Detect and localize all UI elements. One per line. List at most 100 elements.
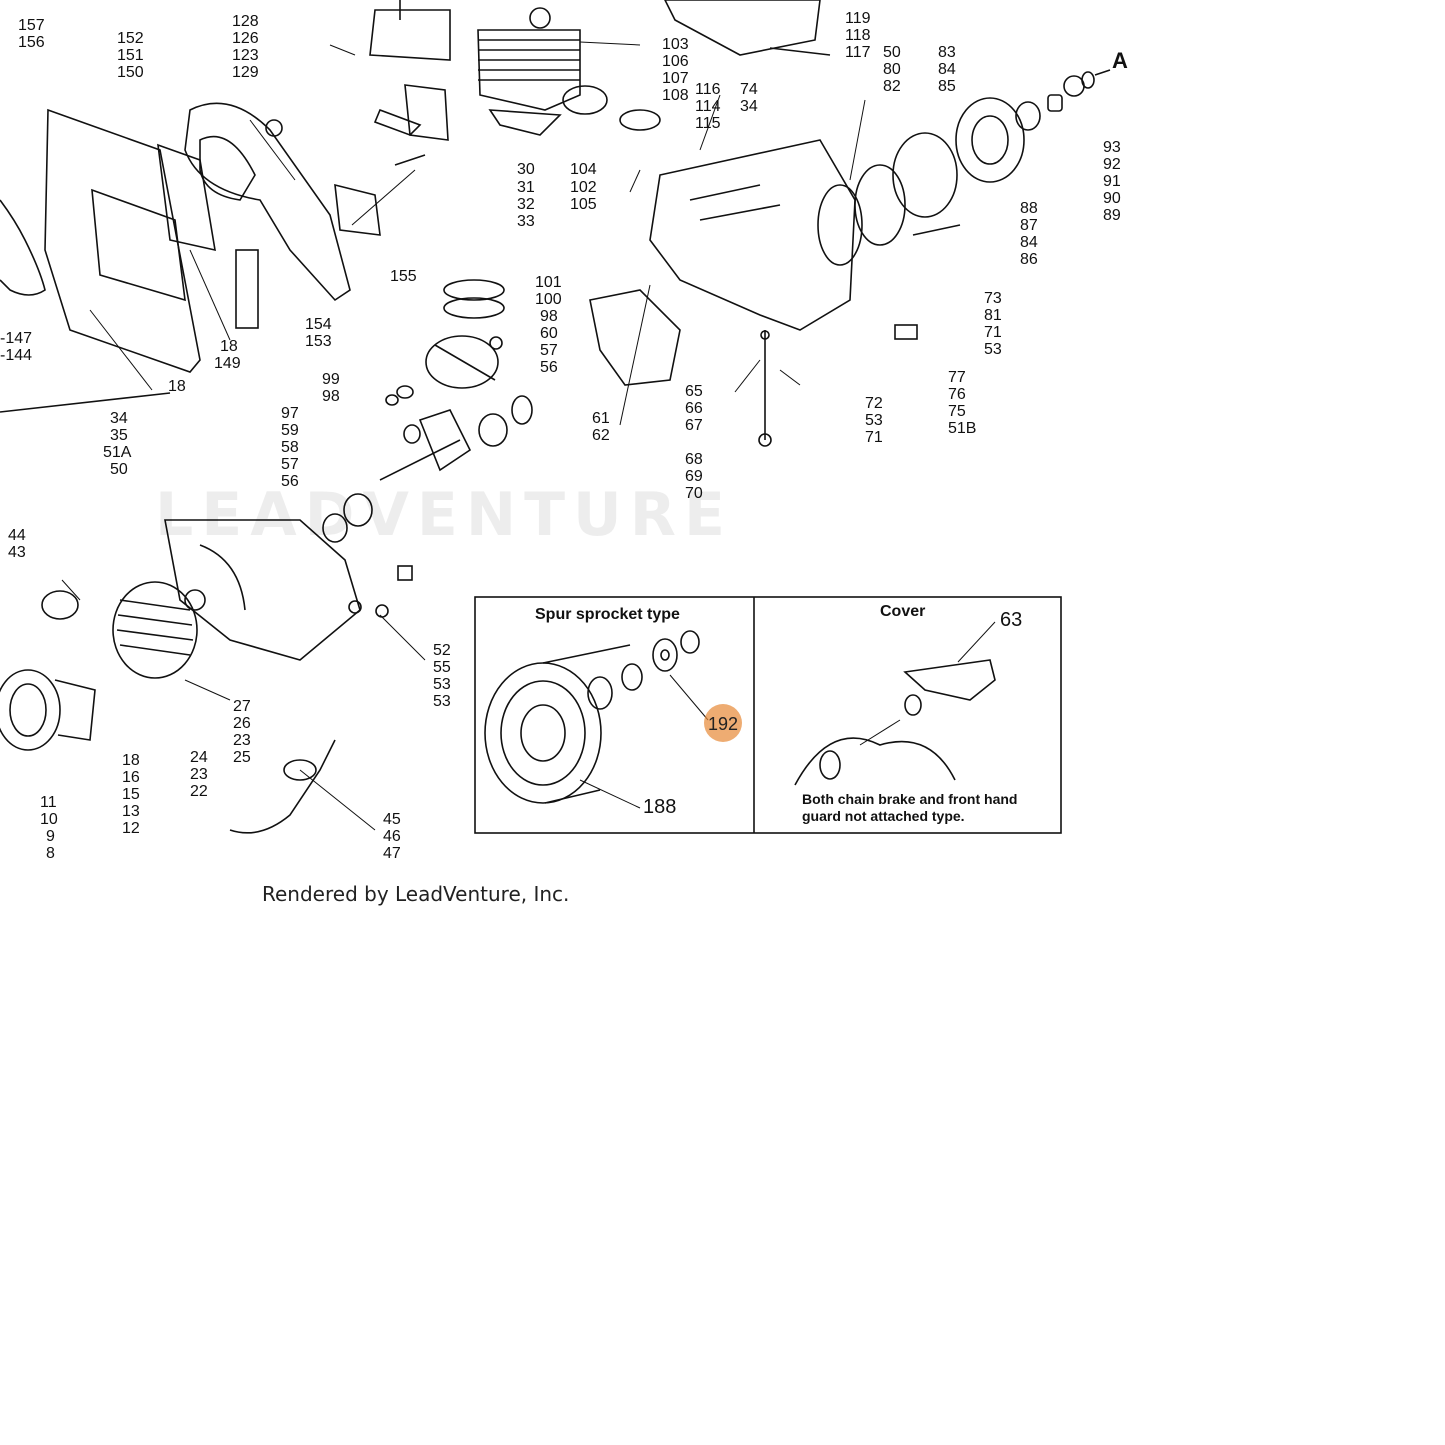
part-label-65[interactable]: 65 — [685, 383, 703, 400]
part-label-53-c[interactable]: 53 — [433, 676, 451, 693]
part-label-51a[interactable]: 51A — [103, 444, 132, 461]
part-label-85[interactable]: 85 — [938, 78, 956, 95]
part-label-69[interactable]: 69 — [685, 468, 703, 485]
part-label-57-b[interactable]: 57 — [281, 456, 299, 473]
part-label-99[interactable]: 99 — [322, 371, 340, 388]
part-label-144[interactable]: -144 — [0, 347, 33, 364]
part-label-129[interactable]: 129 — [232, 64, 259, 81]
part-label-56-b[interactable]: 56 — [281, 473, 299, 490]
part-label-86[interactable]: 86 — [1020, 251, 1038, 268]
part-label-56-a[interactable]: 56 — [540, 359, 558, 376]
part-label-118[interactable]: 118 — [845, 27, 871, 44]
part-label-53-d[interactable]: 53 — [433, 693, 451, 710]
part-label-13[interactable]: 13 — [122, 803, 140, 820]
part-label-75[interactable]: 75 — [948, 403, 966, 420]
part-label-59[interactable]: 59 — [281, 422, 299, 439]
part-label-57-a[interactable]: 57 — [540, 342, 558, 359]
part-label-47[interactable]: 47 — [383, 845, 401, 862]
part-label-147[interactable]: -147 — [0, 330, 33, 347]
part-label-73[interactable]: 73 — [984, 290, 1002, 307]
part-label-116[interactable]: 116 — [695, 81, 721, 98]
part-label-101[interactable]: 101 — [535, 274, 562, 291]
part-label-155[interactable]: 155 — [390, 268, 417, 285]
part-label-32[interactable]: 32 — [517, 196, 535, 213]
part-label-98-b[interactable]: 98 — [322, 388, 340, 405]
part-label-33[interactable]: 33 — [517, 213, 535, 230]
part-label-34-mid[interactable]: 34 — [110, 410, 128, 427]
part-label-9[interactable]: 9 — [46, 828, 55, 845]
part-label-89[interactable]: 89 — [1103, 207, 1121, 224]
part-label-8[interactable]: 8 — [46, 845, 55, 862]
part-label-16[interactable]: 16 — [122, 769, 140, 786]
part-label-71-a[interactable]: 71 — [984, 324, 1002, 341]
part-label-106[interactable]: 106 — [662, 53, 689, 70]
hotspot-part-192[interactable]: 192 — [704, 704, 742, 742]
part-label-154[interactable]: 154 — [305, 316, 332, 333]
part-label-76[interactable]: 76 — [948, 386, 966, 403]
part-label-149[interactable]: 149 — [214, 355, 241, 372]
part-label-123[interactable]: 123 — [232, 47, 259, 64]
part-label-117[interactable]: 117 — [845, 44, 871, 61]
part-label-100[interactable]: 100 — [535, 291, 562, 308]
part-label-108[interactable]: 108 — [662, 87, 689, 104]
part-label-105[interactable]: 105 — [570, 196, 597, 213]
part-label-31[interactable]: 31 — [517, 179, 535, 196]
part-label-97[interactable]: 97 — [281, 405, 299, 422]
part-label-153[interactable]: 153 — [305, 333, 332, 350]
part-label-23-b[interactable]: 23 — [190, 766, 208, 783]
part-label-80[interactable]: 80 — [883, 61, 901, 78]
part-label-18-c[interactable]: 18 — [122, 752, 140, 769]
part-label-68[interactable]: 68 — [685, 451, 703, 468]
part-label-45[interactable]: 45 — [383, 811, 401, 828]
part-label-15[interactable]: 15 — [122, 786, 140, 803]
part-label-44[interactable]: 44 — [8, 527, 26, 544]
part-label-11[interactable]: 11 — [40, 794, 57, 811]
part-label-151[interactable]: 151 — [117, 47, 144, 64]
part-label-93[interactable]: 93 — [1103, 139, 1121, 156]
part-label-156[interactable]: 156 — [18, 34, 45, 51]
part-label-119[interactable]: 119 — [845, 10, 871, 27]
part-label-26[interactable]: 26 — [233, 715, 251, 732]
part-label-35[interactable]: 35 — [110, 427, 128, 444]
part-label-30[interactable]: 30 — [517, 161, 535, 178]
part-label-24[interactable]: 24 — [190, 749, 208, 766]
part-label-12[interactable]: 12 — [122, 820, 140, 837]
part-label-70[interactable]: 70 — [685, 485, 703, 502]
part-label-22[interactable]: 22 — [190, 783, 208, 800]
part-label-157[interactable]: 157 — [18, 17, 45, 34]
part-label-90[interactable]: 90 — [1103, 190, 1121, 207]
part-label-18-a[interactable]: 18 — [220, 338, 238, 355]
part-label-83[interactable]: 83 — [938, 44, 956, 61]
part-label-50-top[interactable]: 50 — [883, 44, 901, 61]
part-label-87[interactable]: 87 — [1020, 217, 1038, 234]
part-label-61[interactable]: 61 — [592, 410, 610, 427]
part-label-103[interactable]: 103 — [662, 36, 689, 53]
part-label-18-b[interactable]: 18 — [168, 378, 186, 395]
part-label-60[interactable]: 60 — [540, 325, 558, 342]
part-label-10[interactable]: 10 — [40, 811, 58, 828]
part-label-188[interactable]: 188 — [643, 796, 677, 818]
part-label-67[interactable]: 67 — [685, 417, 703, 434]
part-label-27[interactable]: 27 — [233, 698, 251, 715]
part-label-34-top[interactable]: 34 — [740, 98, 758, 115]
part-label-52[interactable]: 52 — [433, 642, 451, 659]
part-label-77[interactable]: 77 — [948, 369, 966, 386]
part-label-25[interactable]: 25 — [233, 749, 251, 766]
part-label-50-mid[interactable]: 50 — [110, 461, 128, 478]
part-label-53-a[interactable]: 53 — [984, 341, 1002, 358]
part-label-92[interactable]: 92 — [1103, 156, 1121, 173]
part-label-46[interactable]: 46 — [383, 828, 401, 845]
part-label-82[interactable]: 82 — [883, 78, 901, 95]
part-label-126[interactable]: 126 — [232, 30, 259, 47]
part-label-74[interactable]: 74 — [740, 81, 758, 98]
part-label-115[interactable]: 115 — [695, 115, 721, 132]
part-label-55[interactable]: 55 — [433, 659, 451, 676]
part-label-43[interactable]: 43 — [8, 544, 26, 561]
part-label-71-b[interactable]: 71 — [865, 429, 883, 446]
part-label-23-a[interactable]: 23 — [233, 732, 251, 749]
part-label-84-top[interactable]: 84 — [938, 61, 956, 78]
part-label-84-lower[interactable]: 84 — [1020, 234, 1038, 251]
part-label-58[interactable]: 58 — [281, 439, 299, 456]
part-label-107[interactable]: 107 — [662, 70, 689, 87]
part-label-91[interactable]: 91 — [1103, 173, 1121, 190]
